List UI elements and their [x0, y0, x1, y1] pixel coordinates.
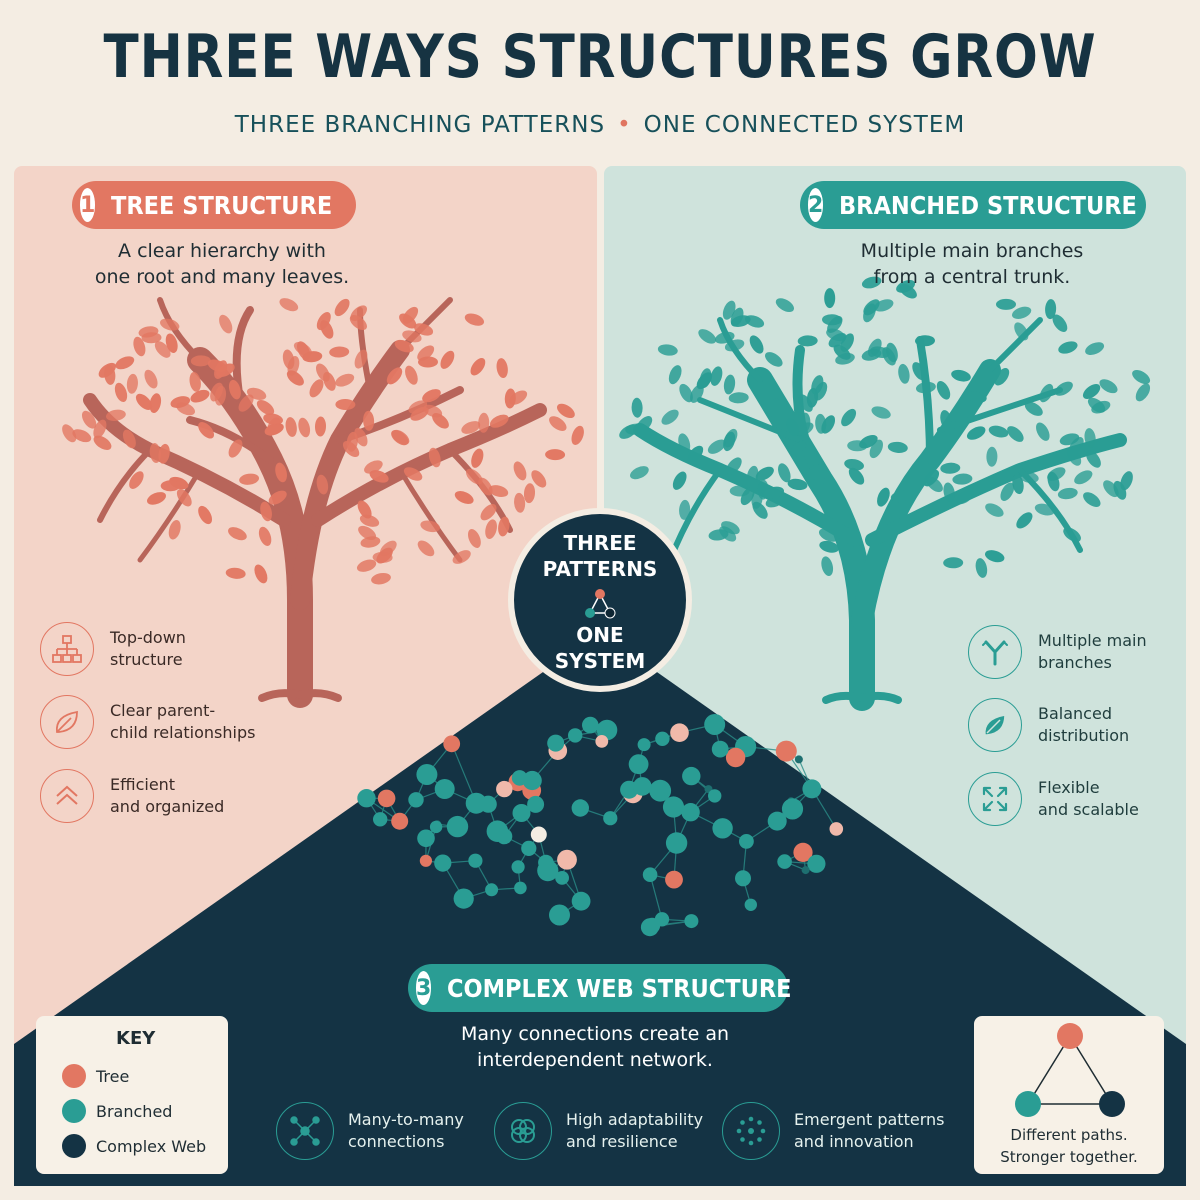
triangle-node-tree: [1057, 1023, 1083, 1049]
page-title: THREE WAYS STRUCTURES GROW: [103, 22, 1097, 92]
triangle-node-web: [1099, 1091, 1125, 1117]
section-number-2: 2: [808, 188, 824, 222]
feature-line: child relationships: [110, 723, 256, 742]
tree-structure-title: TREE STRUCTURE: [111, 190, 333, 220]
triangle-note-line: Stronger together.: [1000, 1148, 1138, 1166]
feature-line: and resilience: [566, 1132, 678, 1151]
tree-feature-item: Efficient and organized: [40, 769, 280, 823]
triangle-note-card: Different paths. Stronger together.: [974, 1016, 1164, 1174]
center-top-line: THREE: [563, 531, 637, 555]
key-item-tree: Tree: [62, 1064, 129, 1088]
feature-line: High adaptability: [566, 1110, 704, 1129]
web-structure-title: COMPLEX WEB STRUCTURE: [447, 973, 792, 1003]
web-feature-item: High adaptability and resilience: [494, 1102, 726, 1160]
feature-line: Flexible: [1038, 778, 1100, 797]
feature-line: and organized: [110, 797, 225, 816]
center-badge: THREE PATTERNS ONE SYSTEM: [508, 508, 692, 692]
page-subtitle: THREE BRANCHING PATTERNS • ONE CONNECTED S…: [0, 112, 1200, 138]
feature-line: and innovation: [794, 1132, 914, 1151]
branched-structure-label: 2 BRANCHED STRUCTURE: [800, 181, 1146, 229]
feature-line: distribution: [1038, 726, 1130, 745]
feature-line: Top-down: [110, 628, 186, 647]
tree-feature-item: Clear parent-child relationships: [40, 695, 280, 749]
feature-line: Emergent patterns: [794, 1110, 945, 1129]
fork-icon: [968, 625, 1022, 679]
feature-line: Balanced: [1038, 704, 1112, 723]
branched-description: Multiple main branches from a central tr…: [822, 238, 1122, 290]
key-item-label: Complex Web: [96, 1136, 207, 1156]
tree-description-line: one root and many leaves.: [94, 266, 350, 288]
key-title: KEY: [116, 1028, 156, 1049]
feature-line: structure: [110, 650, 183, 669]
legend-key: KEY Tree Branched Complex Web: [36, 1016, 228, 1174]
tree-feature-item: Top-down structure: [40, 622, 280, 676]
feature-line: Clear parent-: [110, 701, 216, 720]
branched-swatch: [62, 1099, 86, 1123]
section-number-1: 1: [80, 188, 96, 222]
center-bottom-line: SYSTEM: [554, 649, 646, 673]
key-item-web: Complex Web: [62, 1134, 206, 1158]
center-top-line: PATTERNS: [542, 557, 658, 581]
feature-line: connections: [348, 1132, 445, 1151]
feature-line: and scalable: [1038, 800, 1139, 819]
tree-description-line: A clear hierarchy with: [118, 240, 326, 262]
key-item-branched: Branched: [62, 1099, 172, 1123]
network-node-icon: [276, 1102, 334, 1160]
triangle-note-line: Different paths.: [1010, 1126, 1128, 1144]
key-item-label: Branched: [96, 1101, 173, 1121]
center-bottom-line: ONE: [576, 623, 624, 647]
branched-description-line: Multiple main branches: [860, 240, 1084, 262]
triangle-diagram: [1015, 1023, 1125, 1117]
interlocking-rings-icon: [494, 1102, 552, 1160]
feature-line: branches: [1038, 653, 1112, 672]
branched-feature-item: Balanced distribution: [968, 698, 1158, 752]
subtitle-right: ONE CONNECTED SYSTEM: [643, 112, 966, 138]
web-description-line: interdependent network.: [477, 1049, 713, 1071]
web-feature-item: Many-to-many connections: [276, 1102, 508, 1160]
tree-description: A clear hierarchy with one root and many…: [72, 238, 372, 290]
web-feature-item: Emergent patterns and innovation: [722, 1102, 954, 1160]
chevrons-up-icon: [40, 769, 94, 823]
hierarchy-icon: [40, 622, 94, 676]
tree-swatch: [62, 1064, 86, 1088]
branched-description-line: from a central trunk.: [873, 266, 1071, 288]
dot-ring-icon: [722, 1102, 780, 1160]
web-swatch: [62, 1134, 86, 1158]
web-description-line: Many connections create an: [460, 1023, 730, 1045]
branched-feature-item: Multiple main branches: [968, 625, 1158, 679]
expand-arrows-icon: [968, 772, 1022, 826]
section-number-3: 3: [416, 971, 432, 1005]
triangle-network-icon: [585, 589, 616, 619]
leaf-icon: [40, 695, 94, 749]
triangle-node-branched: [1015, 1091, 1041, 1117]
web-structure-label: 3 COMPLEX WEB STRUCTURE: [408, 964, 792, 1012]
branched-feature-item: Flexible and scalable: [968, 772, 1158, 826]
tree-structure-label: 1 TREE STRUCTURE: [72, 181, 356, 229]
feature-line: Efficient: [110, 775, 176, 794]
branched-structure-title: BRANCHED STRUCTURE: [839, 190, 1138, 220]
leaf-icon: [968, 698, 1022, 752]
subtitle-left: THREE BRANCHING PATTERNS: [234, 112, 606, 138]
feature-line: Many-to-many: [348, 1110, 464, 1129]
key-item-label: Tree: [96, 1066, 130, 1086]
subtitle-separator: •: [617, 112, 632, 138]
feature-line: Multiple main: [1038, 631, 1147, 650]
web-description: Many connections create an interdependen…: [420, 1021, 770, 1073]
